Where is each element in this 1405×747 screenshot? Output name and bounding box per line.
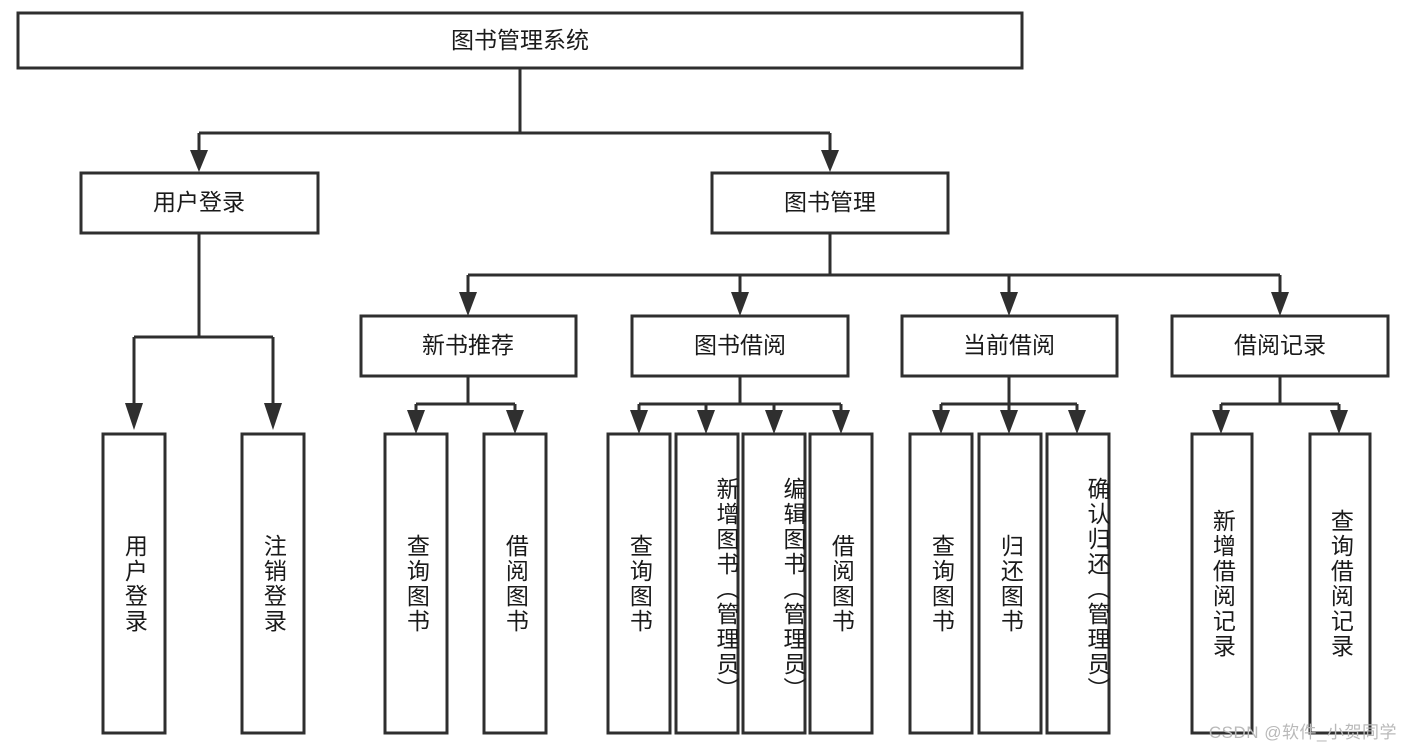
node-label-leaf-new-book-2: 借阅图书	[502, 533, 529, 634]
node-box-leaf-new-book-2[interactable]	[482, 432, 548, 735]
node-box-leaf-book-borrow-2[interactable]	[674, 432, 740, 735]
node-label-leaf-current-borrow-3: 确认归还（管理员）	[1084, 477, 1110, 702]
node-box-new-book-recommend[interactable]	[359, 314, 578, 378]
node-label-leaf-book-borrow-4: 借阅图书	[828, 533, 855, 634]
node-label-root: 图书管理系统	[451, 27, 589, 53]
arrow-head-user-login	[190, 150, 208, 172]
node-label-leaf-book-borrow-3: 编辑图书（管理员）	[780, 477, 806, 702]
node-label-leaf-book-borrow-2: 新增图书（管理员）	[713, 477, 739, 702]
node-label-leaf-user-login-1: 用户登录	[121, 533, 148, 634]
node-label-borrow-record: 借阅记录	[1234, 332, 1326, 358]
node-box-leaf-current-borrow-2[interactable]	[977, 432, 1043, 735]
node-label-leaf-borrow-record-2: 查询借阅记录	[1327, 508, 1354, 659]
node-box-leaf-new-book-1[interactable]	[383, 432, 449, 735]
arrow-head-user-login-leaf-2	[264, 403, 282, 430]
arrow-head-current-borrow-leaf-1	[932, 410, 950, 434]
node-box-leaf-borrow-record-1[interactable]	[1190, 432, 1254, 735]
arrow-head-current-borrow-leaf-3	[1068, 410, 1086, 434]
node-box-current-borrow[interactable]	[900, 314, 1119, 378]
arrow-head-borrow-record-leaf-1	[1212, 410, 1230, 434]
node-box-book-borrow[interactable]	[630, 314, 850, 378]
node-box-leaf-user-login-1[interactable]	[101, 432, 167, 735]
arrow-head-book-borrow-leaf-4	[832, 410, 850, 434]
node-box-borrow-record[interactable]	[1170, 314, 1390, 378]
node-label-new-book-recommend: 新书推荐	[422, 332, 514, 358]
node-label-leaf-current-borrow-1: 查询图书	[928, 533, 955, 634]
node-box-leaf-current-borrow-3[interactable]	[1045, 432, 1111, 735]
node-label-user-login: 用户登录	[153, 189, 245, 215]
node-label-leaf-user-login-2: 注销登录	[260, 533, 287, 634]
arrow-head-current-borrow-leaf-2	[1000, 410, 1018, 434]
csdn-watermark: CSDN @软件_小贺同学	[1208, 723, 1397, 742]
arrow-head-borrow-record	[1271, 292, 1289, 316]
node-box-book-management[interactable]	[710, 171, 950, 235]
node-box-leaf-book-borrow-1[interactable]	[606, 432, 672, 735]
arrow-head-book-borrow-leaf-3	[765, 410, 783, 434]
node-label-current-borrow: 当前借阅	[963, 332, 1055, 358]
node-box-leaf-borrow-record-2[interactable]	[1308, 432, 1372, 735]
node-box-leaf-current-borrow-1[interactable]	[908, 432, 974, 735]
node-box-leaf-user-login-2[interactable]	[240, 432, 306, 735]
node-box-leaf-book-borrow-3[interactable]	[741, 432, 807, 735]
arrow-head-new-book-leaf-2	[506, 410, 524, 434]
node-box-user-login[interactable]	[79, 171, 320, 235]
node-label-leaf-book-borrow-1: 查询图书	[626, 533, 653, 634]
node-label-book-borrow: 图书借阅	[694, 332, 786, 358]
arrow-head-book-borrow	[731, 292, 749, 316]
node-box-leaf-book-borrow-4[interactable]	[808, 432, 874, 735]
arrow-head-book-borrow-leaf-1	[630, 410, 648, 434]
node-label-leaf-new-book-1: 查询图书	[403, 533, 430, 634]
arrow-head-book-mgmt	[821, 150, 839, 172]
node-box-root[interactable]	[16, 11, 1024, 70]
node-layer: 图书管理系统 用户登录 图书管理 新书推荐 图书借阅 当前借阅 借阅记录	[16, 11, 1390, 735]
node-label-book-management: 图书管理	[784, 189, 876, 215]
arrow-head-book-borrow-leaf-2	[697, 410, 715, 434]
node-label-leaf-borrow-record-1: 新增借阅记录	[1209, 508, 1236, 659]
arrow-head-borrow-record-leaf-2	[1330, 410, 1348, 434]
connector-layer	[125, 68, 1348, 434]
arrow-head-new-book	[459, 292, 477, 316]
arrow-head-user-login-leaf-1	[125, 403, 143, 430]
arrow-head-new-book-leaf-1	[407, 410, 425, 434]
node-label-leaf-current-borrow-2: 归还图书	[997, 533, 1024, 634]
arrow-head-current-borrow	[1000, 292, 1018, 316]
